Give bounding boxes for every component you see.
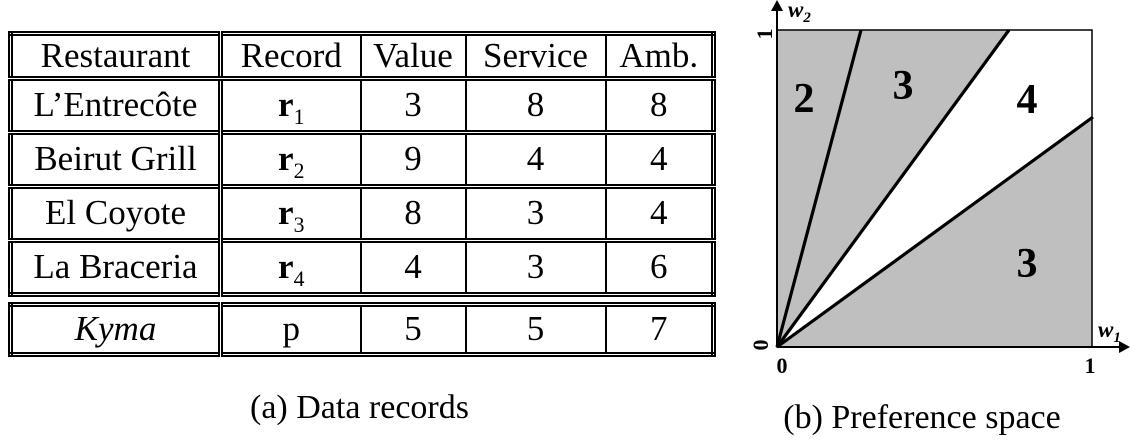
region-label-3-top: 3 bbox=[893, 63, 914, 109]
record-subscript: 4 bbox=[293, 267, 305, 292]
header-value: Value bbox=[359, 32, 467, 81]
amb-cell: 8 bbox=[604, 77, 715, 134]
table-header-row: Restaurant Record Value Service Amb. bbox=[9, 32, 715, 81]
service-cell: 3 bbox=[464, 184, 607, 242]
panel-a-data-records: Restaurant Record Value Service Amb. L’E… bbox=[8, 31, 716, 357]
x-axis-label: w1 bbox=[1098, 317, 1121, 346]
query-table: Kyma p 5 5 7 bbox=[8, 302, 716, 357]
record-id: r1 bbox=[218, 77, 362, 134]
record-subscript: 2 bbox=[293, 159, 305, 184]
header-amb: Amb. bbox=[604, 32, 715, 81]
header-restaurant: Restaurant bbox=[9, 32, 222, 81]
boundary-line-3 bbox=[776, 115, 1094, 349]
query-service-cell: 5 bbox=[464, 303, 607, 356]
query-record-id: p bbox=[218, 303, 362, 356]
region-label-4: 4 bbox=[1017, 77, 1038, 123]
boundary-line-2 bbox=[775, 29, 1011, 348]
record-symbol: r bbox=[278, 193, 294, 233]
query-value-cell: 5 bbox=[359, 303, 467, 356]
record-id: r3 bbox=[218, 184, 362, 242]
amb-cell: 4 bbox=[604, 184, 715, 242]
table-row: La Braceria r4 4 3 6 bbox=[9, 238, 715, 296]
y-tick-1: 1 bbox=[752, 29, 777, 40]
restaurant-name: Beirut Grill bbox=[9, 130, 222, 188]
value-cell: 4 bbox=[359, 238, 467, 296]
table-row: L’Entrecôte r1 3 8 8 bbox=[9, 77, 715, 134]
x-tick-0: 0 bbox=[777, 353, 788, 378]
query-amb-cell: 7 bbox=[604, 303, 715, 356]
service-cell: 4 bbox=[464, 130, 607, 188]
value-cell: 8 bbox=[359, 184, 467, 242]
service-cell: 3 bbox=[464, 238, 607, 296]
record-symbol: r bbox=[278, 85, 294, 125]
region-label-3-bottom: 3 bbox=[1017, 241, 1038, 287]
query-row: Kyma p 5 5 7 bbox=[9, 303, 715, 356]
record-id: r4 bbox=[218, 238, 362, 296]
service-cell: 8 bbox=[464, 77, 607, 134]
restaurant-name: La Braceria bbox=[9, 238, 222, 296]
amb-cell: 6 bbox=[604, 238, 715, 296]
header-record: Record bbox=[218, 32, 362, 81]
caption-a: (a) Data records bbox=[250, 389, 469, 426]
caption-b: (b) Preference space bbox=[783, 399, 1060, 436]
x-tick-1: 1 bbox=[1085, 353, 1096, 378]
record-id: r2 bbox=[218, 130, 362, 188]
header-service: Service bbox=[464, 32, 607, 81]
restaurant-name: El Coyote bbox=[9, 184, 222, 242]
table-row: El Coyote r3 8 3 4 bbox=[9, 184, 715, 242]
table-row: Beirut Grill r2 9 4 4 bbox=[9, 130, 715, 188]
record-symbol: r bbox=[278, 139, 294, 179]
record-symbol: r bbox=[278, 247, 294, 287]
y-axis-arrow-icon bbox=[771, 0, 783, 11]
restaurant-name: L’Entrecôte bbox=[9, 77, 222, 134]
value-cell: 9 bbox=[359, 130, 467, 188]
x-axis-arrow-icon bbox=[1119, 341, 1130, 353]
y-tick-0: 0 bbox=[748, 340, 773, 351]
region-label-2: 2 bbox=[794, 76, 815, 122]
boundary-line-1 bbox=[775, 29, 863, 348]
restaurant-table: Restaurant Record Value Service Amb. L’E… bbox=[8, 31, 716, 297]
preference-space-plot: w2 w1 1 0 0 1 2 3 4 3 (b) Preference spa… bbox=[748, 0, 1130, 436]
query-restaurant-name: Kyma bbox=[9, 303, 222, 356]
y-axis-label: w2 bbox=[788, 0, 811, 26]
value-cell: 3 bbox=[359, 77, 467, 134]
amb-cell: 4 bbox=[604, 130, 715, 188]
record-subscript: 1 bbox=[293, 105, 305, 130]
record-subscript: 3 bbox=[293, 213, 305, 238]
